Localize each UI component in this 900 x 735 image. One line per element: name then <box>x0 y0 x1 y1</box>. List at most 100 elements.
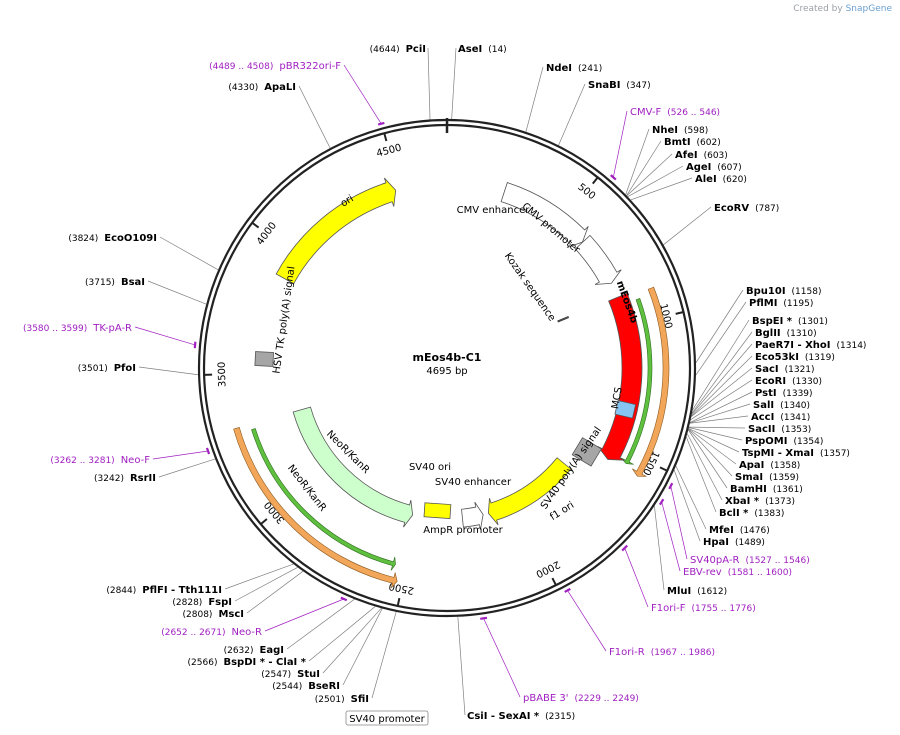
primer-marks <box>193 121 674 620</box>
tick-1500 <box>659 466 668 472</box>
site-ndei-pos: (241) <box>578 64 602 74</box>
site-eagi-leader <box>286 598 355 650</box>
sv40-promoter-label: SV40 promoter <box>349 714 425 725</box>
site-mlui-leader <box>654 505 665 591</box>
created-by-credit: Created by SnapGene <box>793 4 892 14</box>
site-bpu10i-name: Bpu10I <box>746 286 786 297</box>
site-bsai-pos: (3715) <box>85 278 115 288</box>
site-apali-pos: (4330) <box>228 83 258 93</box>
primer-ebv-rev-leader <box>661 501 681 572</box>
site-pspomi-pos: (1354) <box>793 437 823 447</box>
primer-f1ori-f-mark <box>621 544 629 552</box>
primer-cmv-f-leader <box>612 110 628 178</box>
site-bglii-name: BglII <box>755 328 781 339</box>
site-smai-leader <box>688 428 733 477</box>
tick-label-2000: 2000 <box>534 558 562 579</box>
site-paer7i-xhoi-pos: (1314) <box>837 341 867 351</box>
site-bseri-pos: (2544) <box>272 682 302 692</box>
hsv-tk-poly-a-signal-feature <box>254 351 274 367</box>
site-eco53ki-name: Eco53kI <box>755 352 799 363</box>
primer-tk-pa-r-mark <box>193 341 197 349</box>
kozak-sequence-feature <box>557 315 569 322</box>
site-smai-pos: (1359) <box>769 473 799 483</box>
site-snabi-leader <box>558 83 586 146</box>
primer-sv40pa-r-mark <box>668 482 674 490</box>
primer-cmv-f-name: CMV-F <box>630 107 661 118</box>
site-sacii-name: SacII <box>748 424 775 435</box>
site-psti-name: PstI <box>755 388 777 399</box>
site-pcii-leader <box>427 47 431 120</box>
hsv-tk-poly-a-signal-label: HSV TK poly(A) signal <box>272 266 298 375</box>
sv40-poly-a-signal-feature <box>571 437 602 467</box>
site-apai-leader <box>688 428 737 465</box>
tick-500 <box>591 176 599 185</box>
tick-3000 <box>260 518 268 525</box>
site-afei-leader <box>626 153 673 197</box>
site-mfei-leader <box>675 465 707 530</box>
site-pfoi-name: PfoI <box>114 363 136 374</box>
site-afei-pos: (603) <box>704 151 728 161</box>
primer-tk-pa-r-pos: (3580 .. 3599) <box>23 324 87 334</box>
ampr-promoter-label: AmpR promoter <box>423 525 503 536</box>
site-sfii-leader <box>371 611 397 699</box>
site-pfoi-pos: (3501) <box>78 364 108 374</box>
primer-f1ori-r-name: F1ori-R <box>609 647 645 658</box>
site-sali-pos: (1340) <box>780 401 810 411</box>
site-bspei-leader <box>692 319 750 411</box>
site-paer7i-xhoi-leader <box>691 343 753 415</box>
tick-2000 <box>551 577 557 586</box>
primer-neo-r-name: Neo-R <box>232 627 263 638</box>
tick-label-3500: 3500 <box>217 362 229 388</box>
primer-pbr322ori-f-pos: (4489 .. 4508) <box>209 62 273 72</box>
site-apali-name: ApaLI <box>264 82 296 93</box>
site-ecori-pos: (1330) <box>792 377 822 387</box>
site-sfii-name: SfiI <box>351 694 369 705</box>
site-ecori-name: EcoRI <box>755 376 786 387</box>
site-pflfi-tth111i-leader <box>224 563 294 590</box>
site-asei-pos: (14) <box>488 45 506 55</box>
site-asei-leader <box>451 47 457 120</box>
site-bseri-name: BseRI <box>308 681 340 692</box>
site-acci-leader <box>689 415 749 424</box>
site-alei-name: AleI <box>695 174 717 185</box>
site-sacii-leader <box>688 426 746 429</box>
mcs-feature <box>614 400 637 419</box>
cmv-enhancer-feature <box>500 182 589 249</box>
site-pflfi-tth111i-name: PflFI - Tth111I <box>142 585 222 596</box>
primer-neo-f-pos: (3262 .. 3281) <box>50 456 114 466</box>
site-msci-pos: (2808) <box>183 610 213 620</box>
tick-4500 <box>383 132 388 142</box>
primer-ebv-rev-mark <box>659 498 665 506</box>
site-snabi-name: SnaBI <box>588 80 620 91</box>
meos4b-translation-arc <box>620 298 653 465</box>
site-rsrii-name: RsrII <box>130 473 156 484</box>
ori-feature <box>275 177 397 285</box>
site-csii-sexai-pos: (2315) <box>545 712 575 722</box>
neor-kanr-orf-arc <box>233 427 398 589</box>
mcs-label: MCS <box>610 386 625 410</box>
site-csii-sexai-name: CsiI - SexAI * <box>467 711 540 722</box>
site-fspi-name: FspI <box>208 597 232 608</box>
site-bglii-leader <box>691 331 753 414</box>
site-saci-name: SacI <box>755 364 779 375</box>
site-afei-name: AfeI <box>675 150 698 161</box>
f1-ori-feature <box>487 457 572 526</box>
site-ecoo109i-pos: (3824) <box>68 234 98 244</box>
feature-arrows <box>254 177 643 530</box>
tick-2500 <box>396 597 401 607</box>
tick-label-4000: 4000 <box>255 220 279 247</box>
site-hpai-pos: (1489) <box>735 538 765 548</box>
leader-lines <box>134 47 753 716</box>
site-nhei-pos: (598) <box>684 126 708 136</box>
site-mfei-pos: (1476) <box>740 526 770 536</box>
primer-neo-r-pos: (2652 .. 2671) <box>161 628 225 638</box>
site-bamhi-name: BamHI <box>730 484 767 495</box>
site-bspdi-clai-name: BspDI * - ClaI * <box>223 657 306 668</box>
site-agei-pos: (607) <box>717 163 741 173</box>
site-csii-sexai-leader <box>457 616 466 716</box>
site-eco53ki-leader <box>691 355 753 417</box>
site-bspei-pos: (1301) <box>798 317 828 327</box>
site-bsai-name: BsaI <box>121 277 145 288</box>
site-ecoo109i-leader <box>159 236 219 271</box>
